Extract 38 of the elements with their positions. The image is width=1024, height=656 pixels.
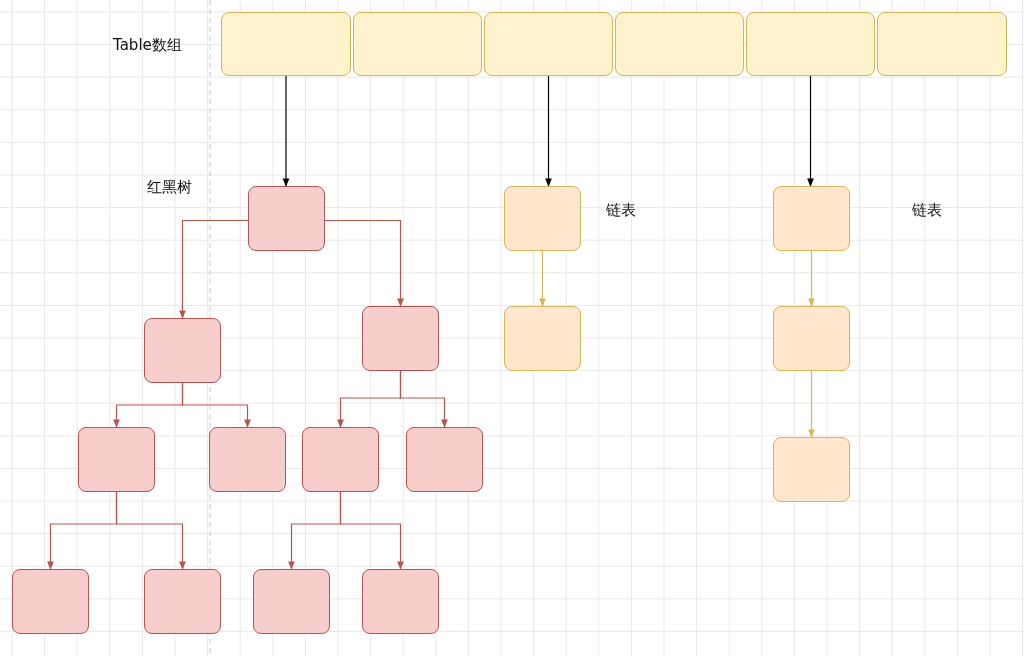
arrow <box>115 491 186 570</box>
tree-node <box>209 427 286 492</box>
tree-node <box>406 427 483 492</box>
array-cell <box>615 12 744 76</box>
list-node <box>773 186 850 251</box>
arrow <box>179 219 249 319</box>
list-node <box>773 306 850 371</box>
arrow <box>181 382 251 428</box>
tree-node <box>144 569 221 634</box>
array-cell <box>746 12 875 76</box>
array-cell <box>877 12 1007 76</box>
arrow <box>808 250 815 307</box>
arrow <box>339 491 404 570</box>
arrow <box>545 75 552 187</box>
list-label: 链表 <box>912 201 942 219</box>
list-label: 链表 <box>606 201 636 219</box>
tree-node <box>302 427 379 492</box>
array-cell <box>221 12 351 76</box>
tree-node <box>12 569 89 634</box>
array-label: Table数组 <box>113 36 182 54</box>
arrow <box>539 250 546 307</box>
list-node <box>773 437 850 502</box>
tree-node <box>253 569 330 634</box>
array-cell <box>484 12 613 76</box>
arrow <box>324 219 404 307</box>
arrow <box>399 370 448 428</box>
list-node <box>504 306 581 371</box>
tree-node <box>78 427 155 492</box>
arrow <box>808 370 815 438</box>
tree-node <box>144 318 221 383</box>
tree-node <box>362 569 439 634</box>
arrow <box>282 75 290 187</box>
tree-node <box>362 306 439 371</box>
tree-label: 红黑树 <box>147 178 192 196</box>
arrow <box>807 75 814 187</box>
list-node <box>504 186 581 251</box>
tree-node <box>248 186 325 251</box>
array-cell <box>353 12 482 76</box>
